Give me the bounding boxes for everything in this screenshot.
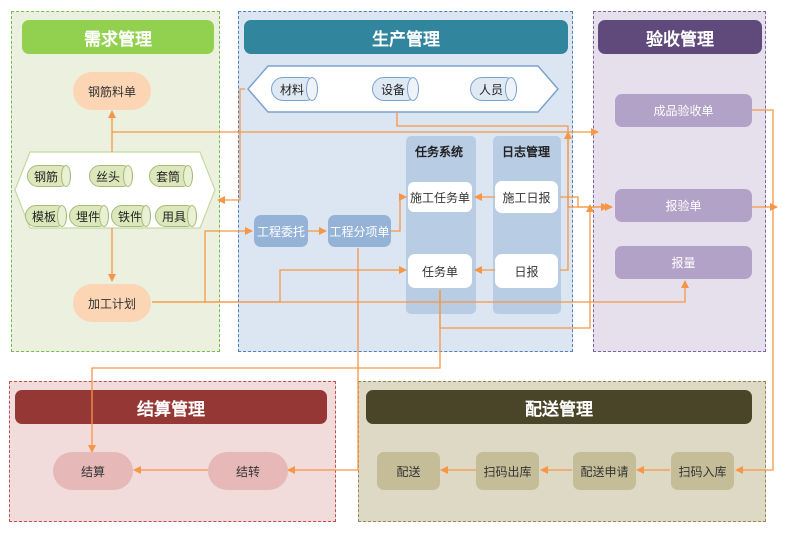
finished-product-acceptance-node[interactable]: 成品验收单	[615, 94, 752, 127]
delivery-header: 配送管理	[366, 390, 752, 424]
engineering-commission-node[interactable]: 工程委托	[254, 215, 308, 247]
material-rebar: 钢筋	[27, 165, 71, 187]
demand-header: 需求管理	[22, 20, 214, 54]
arrow-construction-report-to-inspection	[560, 196, 613, 211]
material-sleeve: 套筒	[149, 165, 193, 187]
rebar-material-form-node[interactable]: 钢筋料单	[73, 72, 151, 110]
arrow-subitem-to-carry-over	[287, 248, 359, 474]
delivery-node[interactable]: 配送	[377, 452, 440, 490]
production-header: 生产管理	[244, 20, 568, 54]
construction-task-form-node[interactable]: 施工任务单	[407, 181, 473, 213]
arrow-daily-to-acceptance	[560, 131, 572, 271]
daily-report-node[interactable]: 日报	[495, 254, 558, 288]
scan-out-node[interactable]: 扫码出库	[476, 452, 539, 490]
arrow-plan-to-acceptance	[152, 280, 689, 303]
acceptance-header: 验收管理	[598, 20, 762, 54]
acceptance-panel	[593, 11, 766, 352]
material-embedded-part: 埋件	[69, 205, 109, 227]
arrow-subitem-to-task	[391, 193, 407, 232]
settlement-header: 结算管理	[15, 390, 327, 424]
task-form-node[interactable]: 任务单	[408, 254, 472, 288]
delivery-request-node[interactable]: 配送申请	[573, 452, 636, 490]
material-iron-part: 铁件	[111, 205, 151, 227]
arrow-task-to-settlement	[88, 290, 441, 453]
arrow-plan-to-commission	[152, 227, 253, 303]
task-system-title: 任务系统	[415, 145, 464, 159]
processing-plan-node[interactable]: 加工计划	[73, 284, 151, 322]
construction-daily-report-node[interactable]: 施工日报	[495, 181, 558, 213]
material-tools: 用具	[155, 205, 197, 227]
resource-material: 材料	[271, 77, 318, 101]
inspection-form-node[interactable]: 报验单	[615, 189, 752, 222]
resource-equipment: 设备	[372, 77, 419, 101]
report-quantity-node[interactable]: 报量	[615, 246, 752, 279]
resource-personnel: 人员	[470, 77, 517, 101]
arrow-plan-to-task	[205, 266, 407, 303]
daily-log-title: 日志管理	[502, 145, 551, 159]
arrow-product-acceptance-to-scan-in	[735, 109, 774, 474]
settlement-node[interactable]: 结算	[53, 452, 133, 490]
scan-in-node[interactable]: 扫码入库	[671, 452, 734, 490]
arrow-resources-to-materials	[217, 88, 245, 204]
material-formwork: 模板	[25, 205, 67, 227]
carry-over-node[interactable]: 结转	[208, 452, 288, 490]
engineering-sub-item-node[interactable]: 工程分项单	[328, 215, 391, 247]
material-thread-head: 丝头	[89, 165, 133, 187]
